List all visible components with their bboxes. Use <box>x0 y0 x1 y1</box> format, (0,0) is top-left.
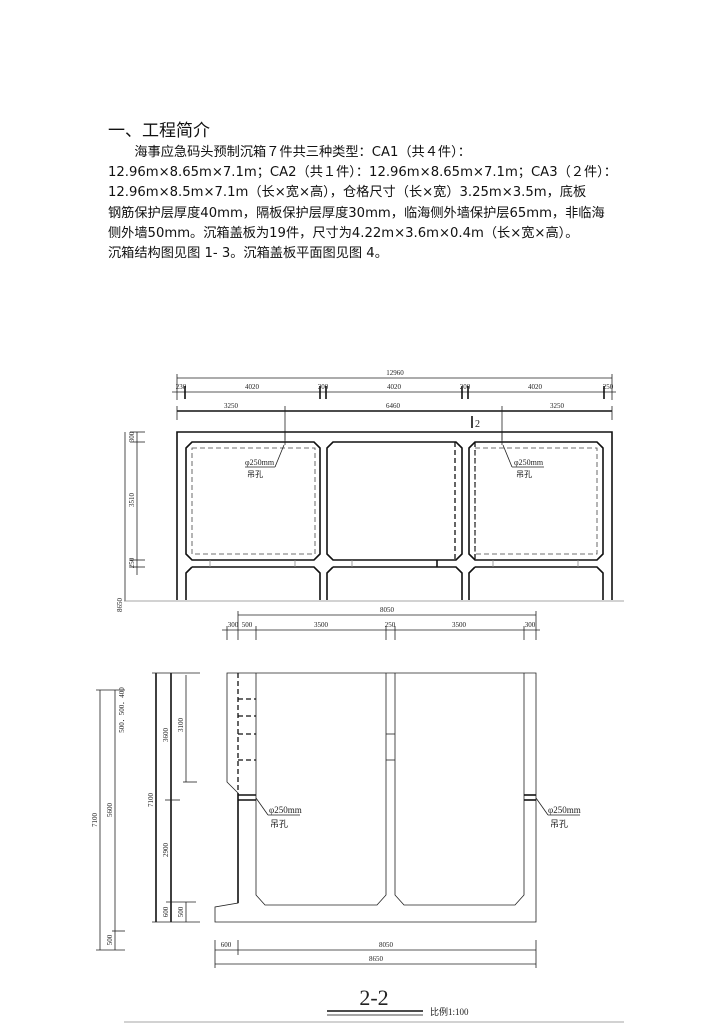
paragraph-line: 海事应急码头预制沉箱７件共三种类型：CA1（共４件）： <box>108 145 471 160</box>
sec-top-seg: 500 <box>242 621 253 629</box>
sec-top-seg: 300 <box>228 621 239 629</box>
paragraph-line: 12.96m×8.5m×7.1m（长×宽×高），仓格尺寸（长×宽）3.25m×3… <box>108 185 587 201</box>
sec-inner-a: 3600 <box>162 728 170 743</box>
paragraph-line: 12.96m×8.65m×7.1m；CA2（共１件）：12.96m×8.65m×… <box>108 165 617 181</box>
seg-dim: 4020 <box>387 383 402 391</box>
seg-dim: 250 <box>603 383 614 391</box>
plan-overall-dim: 12960 <box>386 369 404 377</box>
sec-top-overall: 8050 <box>380 606 395 614</box>
seg-dim: 4020 <box>528 383 543 391</box>
section-heading: 一、工程简介 <box>108 121 210 141</box>
section-mark: 2 <box>475 419 480 430</box>
plan-left-dim: 8650 <box>116 598 124 613</box>
section-view: 8050 300 500 3500 250 3500 300 φ250mm 吊孔… <box>91 606 581 1017</box>
paragraph-line: 侧外墙50mm。沉箱盖板为19件，尺寸为4.22m×3.6m×0.4m（长×宽×… <box>108 225 579 241</box>
plan-left-dim: 3510 <box>128 493 136 508</box>
section-title: 2-2 <box>359 985 388 1010</box>
hole-label: φ250mm <box>269 805 302 815</box>
plan-view: 12960 230 4020 300 4020 200 4020 250 325… <box>116 369 616 620</box>
sec-top-seg: 300 <box>525 621 536 629</box>
scale-label: 比例1:100 <box>430 1006 469 1017</box>
seg-dim: 4020 <box>245 383 260 391</box>
sec-inner-c: 600 <box>162 906 170 917</box>
hole-label: φ250mm <box>548 805 581 815</box>
seg-dim: 300 <box>318 383 329 391</box>
hole-label: φ250mm <box>245 458 275 467</box>
sec-bottom-toe: 600 <box>221 941 232 949</box>
sec-top-seg: 250 <box>385 621 396 629</box>
hole-note: 吊孔 <box>270 819 288 829</box>
sec-outer-upper: 500．500．400 <box>118 687 126 733</box>
sec-inner-total: 7100 <box>147 793 155 808</box>
plan-left-dim: 250 <box>128 557 136 568</box>
lift-dim: 6460 <box>386 402 401 410</box>
seg-dim: 230 <box>176 383 187 391</box>
sec-inner-e: 500 <box>177 906 185 917</box>
lift-dim: 3250 <box>224 402 239 410</box>
intro-paragraph: 海事应急码头预制沉箱７件共三种类型：CA1（共４件）： 12.96m×8.65m… <box>108 143 617 264</box>
hole-label: φ250mm <box>514 458 544 467</box>
hole-note: 吊孔 <box>247 470 263 479</box>
sec-outer-low: 500 <box>106 934 114 945</box>
plan-left-dim: 300 <box>128 431 136 442</box>
sec-top-seg: 3500 <box>452 621 467 629</box>
sec-inner-d: 3100 <box>177 718 185 733</box>
sec-inner-b: 2900 <box>162 843 170 858</box>
paragraph-line: 沉箱结构图见图 1- 3。沉箱盖板平面图见图 4。 <box>108 246 388 262</box>
sec-bottom-total: 8650 <box>369 955 384 963</box>
hole-note: 吊孔 <box>516 470 532 479</box>
lift-dim: 3250 <box>550 402 565 410</box>
seg-dim: 200 <box>460 383 471 391</box>
paragraph-line: 钢筋保护层厚度40mm，隔板保护层厚度30mm，临海侧外墙保护层65mm，非临海 <box>108 205 605 221</box>
sec-top-seg: 3500 <box>314 621 329 629</box>
hole-note: 吊孔 <box>550 819 568 829</box>
sec-outer-total: 7100 <box>91 813 99 828</box>
sec-outer-mid: 5600 <box>106 803 114 818</box>
sec-bottom-body: 8050 <box>379 941 394 949</box>
